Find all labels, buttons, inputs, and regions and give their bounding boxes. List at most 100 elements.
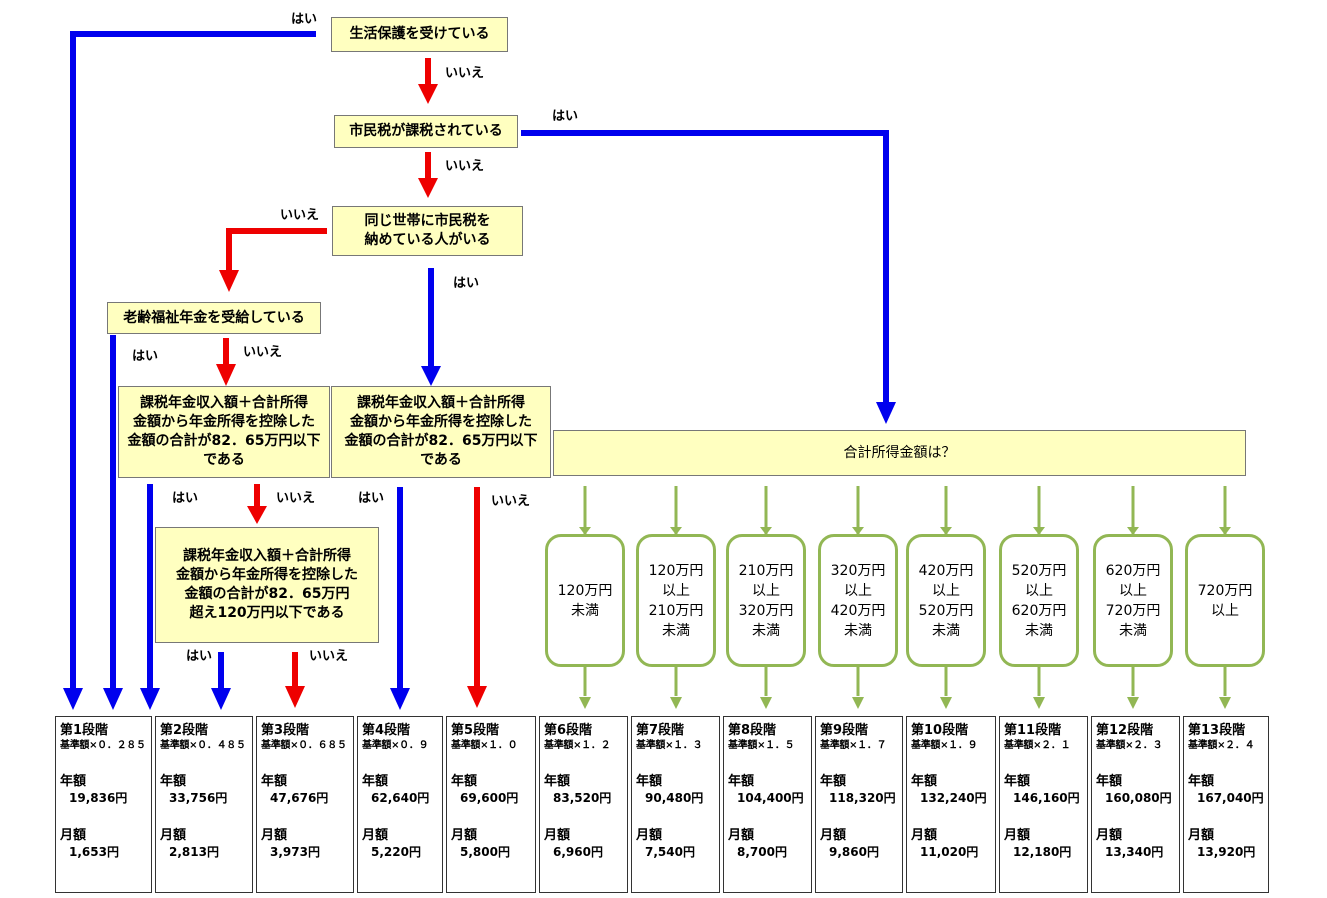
stage-multiplier: 基準額×２．４ [1188,740,1255,751]
stage-name: 第12段階 [1096,723,1154,738]
income-range-7: 620万円 以上 720万円 未満 [1093,534,1173,667]
label-no: いいえ [276,491,316,506]
stage-name: 第7段階 [636,723,685,738]
annual-label: 年額 [911,774,938,789]
stage-name: 第6段階 [544,723,593,738]
monthly-label: 月額 [636,828,663,843]
income-range-3: 210万円 以上 320万円 未満 [726,534,806,667]
annual-amount: 62,640円 [371,791,430,805]
monthly-label: 月額 [451,828,478,843]
question-income-8265-a: 課税年金収入額＋合計所得 金額から年金所得を控除した 金額の合計が82．65万円… [118,386,330,478]
range-arrowhead-bottom-4 [852,697,864,709]
label-no: いいえ [445,66,485,81]
monthly-amount: 8,700円 [737,845,787,859]
annual-label: 年額 [636,774,663,789]
monthly-amount: 5,220円 [371,845,421,859]
monthly-label: 月額 [728,828,755,843]
arrowhead-q1-yes [63,688,83,710]
stage-multiplier: 基準額×１．３ [636,740,703,751]
monthly-amount: 12,180円 [1013,845,1072,859]
label-no: いいえ [491,494,531,509]
monthly-label: 月額 [1004,828,1031,843]
income-range-4: 320万円 以上 420万円 未満 [818,534,898,667]
annual-amount: 167,040円 [1197,791,1264,805]
stage-name: 第3段階 [261,723,310,738]
stage-name: 第1段階 [60,723,109,738]
question-income-8265-120: 課税年金収入額＋合計所得 金額から年金所得を控除した 金額の合計が82．65万円… [155,527,379,643]
monthly-label: 月額 [1188,828,1215,843]
connector-q1-yes [70,31,316,690]
range-arrowhead-bottom-5 [940,697,952,709]
label-yes: はい [186,649,213,664]
monthly-label: 月額 [60,828,87,843]
range-arrowhead-top-2 [670,527,682,535]
monthly-amount: 7,540円 [645,845,695,859]
annual-amount: 90,480円 [645,791,704,805]
stage-name: 第10段階 [911,723,969,738]
arrowhead-q7-yes [211,688,231,710]
arrowhead-q5-no [247,506,267,524]
stage-box-7: 第7段階基準額×１．３ 年額 90,480円月額 7,540円 [631,716,720,893]
arrowhead-q2-yes [876,402,896,424]
annual-amount: 33,756円 [169,791,228,805]
range-arrowhead-top-5 [940,527,952,535]
monthly-label: 月額 [362,828,389,843]
question-municipal-tax: 市民税が課税されている [334,115,518,148]
label-yes: はい [291,12,318,27]
label-yes: はい [552,109,579,124]
stage-name: 第11段階 [1004,723,1062,738]
arrowhead-q6-yes [390,688,410,710]
arrowhead-q7-no [285,686,305,708]
annual-label: 年額 [60,774,87,789]
annual-amount: 132,240円 [920,791,987,805]
monthly-label: 月額 [1096,828,1123,843]
arrowhead-q3-no [219,270,239,292]
stage-multiplier: 基準額×２．１ [1004,740,1071,751]
income-range-6: 520万円 以上 620万円 未満 [999,534,1079,667]
monthly-amount: 13,340円 [1105,845,1164,859]
arrowhead-q4-no [216,364,236,386]
annual-amount: 160,080円 [1105,791,1172,805]
annual-amount: 69,600円 [460,791,519,805]
label-no: いいえ [280,208,320,223]
income-range-1: 120万円 未満 [545,534,625,667]
annual-label: 年額 [728,774,755,789]
annual-amount: 146,160円 [1013,791,1080,805]
monthly-label: 月額 [261,828,288,843]
monthly-label: 月額 [911,828,938,843]
arrowhead-q3-yes [421,366,441,386]
stage-name: 第13段階 [1188,723,1246,738]
stage-name: 第2段階 [160,723,209,738]
monthly-amount: 1,653円 [69,845,119,859]
monthly-amount: 5,800円 [460,845,510,859]
range-arrowhead-bottom-1 [579,697,591,709]
question-old-age-pension: 老齢福祉年金を受給している [107,302,321,334]
monthly-label: 月額 [544,828,571,843]
stage-multiplier: 基準額×０．４８５ [160,740,246,751]
monthly-label: 月額 [160,828,187,843]
stage-multiplier: 基準額×１．５ [728,740,795,751]
income-range-5: 420万円 以上 520万円 未満 [906,534,986,667]
stage-multiplier: 基準額×１．０ [451,740,518,751]
question-welfare: 生活保護を受けている [331,17,508,52]
income-range-8: 720万円 以上 [1185,534,1265,667]
range-arrowhead-bottom-2 [670,697,682,709]
annual-amount: 19,836円 [69,791,128,805]
annual-label: 年額 [1188,774,1215,789]
range-arrowhead-top-4 [852,527,864,535]
question-household-tax: 同じ世帯に市民税を 納めている人がいる [332,206,523,256]
range-arrowhead-bottom-3 [760,697,772,709]
range-arrowhead-bottom-7 [1127,697,1139,709]
annual-amount: 118,320円 [829,791,896,805]
